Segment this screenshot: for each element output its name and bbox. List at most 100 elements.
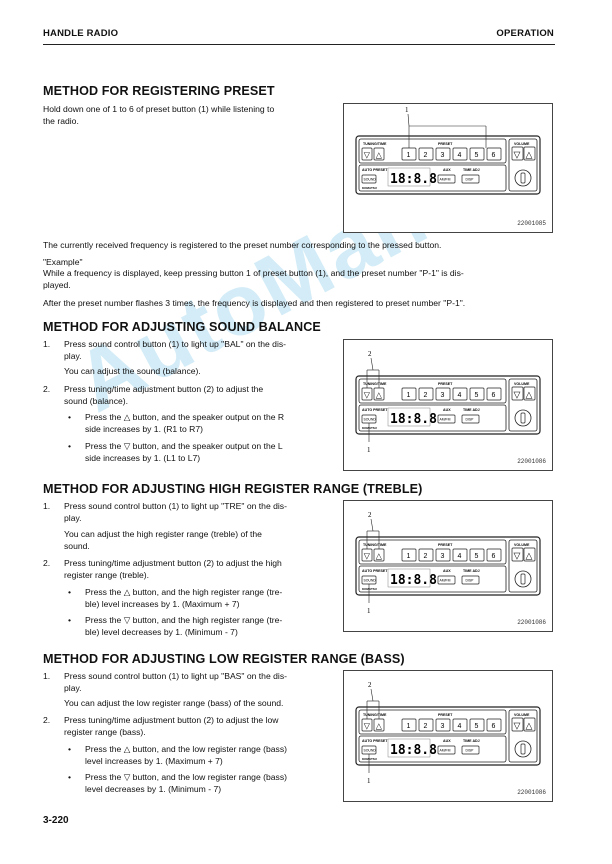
preset-label: PRESET (438, 382, 453, 386)
auto-preset-label: AUTO PRESET (362, 739, 388, 743)
preset-button-label: 6 (492, 152, 496, 159)
lcd-display (387, 167, 431, 187)
s2-step2-number: 2. (43, 384, 51, 394)
tuning-down-icon: ▽ (364, 151, 371, 160)
brand-logo: KOMATSU (362, 426, 377, 430)
header-section-title: HANDLE RADIO (43, 28, 119, 39)
am-fm-button-label: AM/FM (440, 418, 451, 422)
disp-button (461, 414, 480, 424)
am-fm-button (437, 575, 456, 585)
preset-button-label: 6 (492, 553, 496, 560)
s2-bullet2-line1: Press the ▽ button, and the speaker outp… (85, 441, 283, 451)
volume-down-icon: ▽ (514, 551, 521, 561)
preset-button-3 (435, 147, 451, 161)
s3-bullet2: Press the ▽ button, and the high registe… (85, 614, 334, 638)
callout-number-1: 1 (367, 777, 371, 785)
header-rule (43, 44, 555, 45)
radio-bottom-row-frame (358, 404, 507, 432)
am-fm-button-label: AM/FM (440, 178, 451, 182)
tuning-time-label: TUNING/TIME (363, 142, 387, 146)
preset-button-label: 2 (424, 553, 428, 560)
preset-label: PRESET (438, 543, 453, 547)
radio-top-row-frame (358, 709, 507, 735)
s2-bullet1-mark: • (68, 412, 72, 422)
tuning-time-label: TUNING/TIME (363, 543, 387, 547)
preset-button-3 (435, 718, 451, 732)
lcd-display (387, 407, 431, 427)
aux-label: AUX (443, 168, 451, 172)
lcd-digits: 18:8.8 (390, 573, 437, 588)
s4-bullet1-mark: • (68, 744, 72, 754)
callout-number-2: 2 (368, 511, 372, 519)
radio-top-row-frame (358, 539, 507, 565)
radio-volume-frame (508, 378, 538, 432)
s4-bullet2: Press the ▽ button, and the low register… (85, 771, 334, 795)
preset-button-label: 5 (475, 152, 479, 159)
s4-step2-line2: register range (bass). (64, 727, 146, 737)
lcd-digits: 18:8.8 (390, 412, 437, 427)
tuning-down-icon: ▽ (364, 391, 371, 400)
tuning-time-label: TUNING/TIME (363, 713, 387, 717)
time-adj-label: TIME ADJ (463, 168, 480, 172)
sound-button-label: SOUND (364, 178, 377, 182)
s1-para4: While a frequency is displayed, keep pre… (43, 267, 555, 291)
s3-step2: Press tuning/time adjustment button (2) … (64, 557, 334, 581)
s3-bullet1: Press the △ button, and the high registe… (85, 586, 334, 610)
preset-button-label: 5 (475, 553, 479, 560)
figure-code: 22001086 (517, 789, 546, 796)
time-adj-label: TIME ADJ (463, 408, 480, 412)
s1-para4-line2: played. (43, 280, 71, 290)
s2-bullet2-mark: • (68, 441, 72, 451)
s4-step1-note: You can adjust the low register range (b… (64, 698, 284, 708)
s1-para2: The currently received frequency is regi… (43, 240, 442, 250)
preset-button-label: 2 (424, 152, 428, 159)
s2-step1-line2: play. (64, 351, 82, 361)
preset-button-5 (469, 387, 485, 401)
volume-down-button (511, 717, 524, 732)
s3-step2-line2: register range (treble). (64, 570, 150, 580)
volume-down-button (511, 547, 524, 562)
s3-bullet1-line1: Press the △ button, and the high registe… (85, 587, 283, 597)
s3-step1-note-line2: sound. (64, 541, 90, 551)
sound-button-label: SOUND (364, 418, 377, 422)
disp-button (461, 575, 480, 585)
callout-line (407, 113, 410, 127)
am-fm-button-label: AM/FM (440, 749, 451, 753)
tuning-up-button (373, 147, 385, 161)
s2-bullet2: Press the ▽ button, and the speaker outp… (85, 440, 334, 464)
volume-down-icon: ▽ (514, 721, 521, 731)
s4-bullet1-line2: level increases by 1. (Maximum + 7) (85, 756, 223, 766)
volume-label: VOLUME (514, 713, 530, 717)
tuning-time-label: TUNING/TIME (363, 382, 387, 386)
preset-button-label: 3 (441, 392, 445, 399)
preset-button-label: 6 (492, 392, 496, 399)
power-knob-grip (520, 412, 526, 424)
s3-bullet2-line1: Press the ▽ button, and the high registe… (85, 615, 283, 625)
volume-up-icon: △ (526, 551, 533, 561)
s3-bullet2-mark: • (68, 615, 72, 625)
volume-down-button (511, 146, 524, 161)
preset-button-4 (452, 147, 468, 161)
tuning-up-icon: △ (376, 722, 383, 731)
preset-button-5 (469, 548, 485, 562)
preset-button-label: 6 (492, 723, 496, 730)
s2-step1-line1: Press sound control button (1) to light … (64, 339, 287, 349)
radio-bottom-row-frame (358, 565, 507, 593)
brand-logo: KOMATSU (362, 186, 377, 190)
radio-top-row-frame (358, 138, 507, 164)
s2-step2: Press tuning/time adjustment button (2) … (64, 383, 334, 407)
preset-button-label: 2 (424, 392, 428, 399)
lcd-digits: 18:8.8 (390, 743, 437, 758)
preset-button-6 (486, 387, 502, 401)
radio-volume-frame (508, 138, 538, 192)
s2-bullet1-line1: Press the △ button, and the speaker outp… (85, 412, 285, 422)
s4-bullet2-line1: Press the ▽ button, and the low register… (85, 772, 287, 782)
s2-step2-line1: Press tuning/time adjustment button (2) … (64, 384, 264, 394)
s4-step1-line1: Press sound control button (1) to light … (64, 671, 287, 681)
disp-button (461, 745, 480, 755)
callout-line (370, 518, 374, 532)
s1-para1: Hold down one of 1 to 6 of preset button… (43, 103, 333, 127)
